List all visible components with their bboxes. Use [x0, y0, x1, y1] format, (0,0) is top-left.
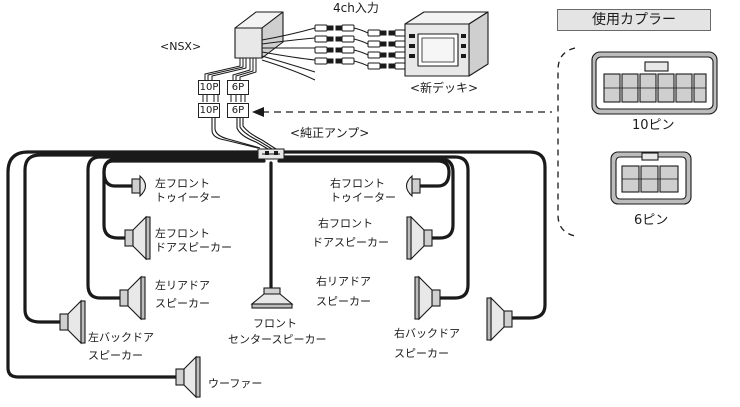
- rca-plug-icon: [367, 29, 406, 37]
- rca-plug-icon: [314, 35, 355, 43]
- box-10p-top: 10P: [198, 80, 220, 95]
- label-front-center-1: フロント: [253, 317, 297, 330]
- box-6p-top: 6P: [227, 80, 249, 95]
- label-left-rear-door-1: 左リアドア: [155, 279, 210, 292]
- label-left-front-door-2: ドアスピーカー: [155, 241, 232, 254]
- legend-pointer: [252, 107, 552, 117]
- tweeter-icon: [131, 174, 147, 198]
- box-6p-bottom: 6P: [227, 103, 249, 118]
- label-right-rear-door-2: スピーカー: [316, 295, 371, 308]
- rca-plug-icon: [367, 40, 406, 48]
- cable-right-rear: [281, 155, 470, 300]
- label-right-front-door-2: ドアスピーカー: [312, 236, 389, 249]
- label-coupler-6p: 6ピン: [634, 213, 669, 228]
- cable-right-tweeter: [277, 159, 451, 188]
- label-new-deck: <新デッキ>: [410, 81, 479, 95]
- speaker-icon: [124, 215, 151, 261]
- rca-plug-icon: [314, 57, 355, 65]
- label-left-rear-door-2: スピーカー: [155, 297, 210, 310]
- label-4ch-input: 4ch入力: [333, 1, 379, 15]
- rca-plug-icon: [367, 62, 406, 70]
- label-right-back-door-2: スピーカー: [394, 347, 449, 360]
- tweeter-icon: [405, 174, 421, 198]
- label-front-center-2: センタースピーカー: [228, 333, 327, 346]
- rca-plug-icon: [314, 24, 355, 32]
- speaker-icon: [119, 275, 146, 321]
- label-genuine-amp: <純正アンプ>: [290, 126, 370, 140]
- coupler-links: [202, 94, 246, 102]
- label-left-front-door-1: 左フロント: [155, 227, 210, 240]
- speaker-icon: [406, 215, 433, 261]
- head-unit-icon: [404, 11, 489, 77]
- cable-woofer: [6, 150, 260, 379]
- speaker-icon: [250, 287, 294, 309]
- label-left-back-door-1: 左バックドア: [88, 331, 154, 344]
- label-left-back-door-2: スピーカー: [88, 349, 143, 362]
- nsx-unit: [204, 11, 284, 80]
- label-woofer: ウーファー: [208, 377, 263, 390]
- box-10p-bottom: 10P: [198, 103, 220, 118]
- label-right-back-door-1: 右バックドア: [394, 327, 460, 340]
- speaker-icon: [486, 296, 513, 342]
- coupler-icon: [591, 51, 718, 205]
- cable-left-rear: [86, 155, 262, 300]
- label-left-front-tweeter-2: トゥイーター: [155, 191, 221, 204]
- label-right-front-tweeter-2: トゥイーター: [330, 191, 396, 204]
- label-left-front-tweeter-1: 左フロント: [155, 177, 210, 190]
- cable-left-tweeter: [102, 159, 266, 188]
- cable-right-back: [283, 150, 547, 320]
- speaker-icon: [59, 299, 86, 345]
- amp-input-wires: [211, 118, 277, 150]
- cable-left-back: [23, 153, 260, 324]
- speaker-icon: [414, 275, 441, 321]
- legend-brace: [557, 47, 576, 237]
- label-right-front-door-1: 右フロント: [318, 217, 373, 230]
- cable-right-front: [279, 157, 455, 240]
- label-right-rear-door-1: 右リアドア: [316, 275, 371, 288]
- label-right-front-tweeter-1: 右フロント: [330, 177, 385, 190]
- rca-plug-icon: [314, 46, 355, 54]
- rca-plugs: [314, 24, 406, 70]
- speaker-icon: [175, 355, 201, 399]
- rca-plug-icon: [367, 51, 406, 59]
- amp-connector: [257, 148, 285, 160]
- legend-title: 使用カプラー: [557, 9, 711, 31]
- rca-cables: [261, 27, 316, 81]
- label-coupler-10p: 10ピン: [632, 118, 675, 133]
- label-nsx: <NSX>: [160, 40, 202, 53]
- harness-cables: [6, 150, 547, 379]
